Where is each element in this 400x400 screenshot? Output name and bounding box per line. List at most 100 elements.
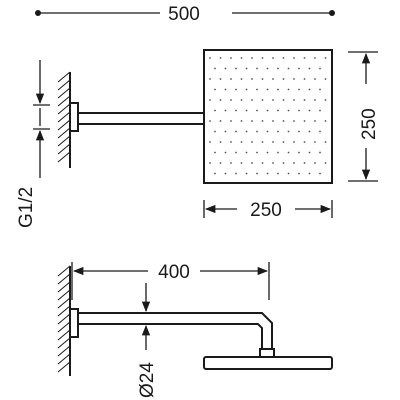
nozzle-dot (224, 109, 227, 112)
arm-length-label: 400 (158, 262, 190, 283)
nozzle-dot (219, 141, 222, 143)
hatch-line (57, 151, 71, 163)
hatch-line (57, 265, 71, 277)
nozzle-dot (303, 162, 306, 164)
wall-top (57, 71, 71, 168)
nozzle-dot (240, 162, 243, 164)
nozzle-dot (219, 78, 222, 80)
nozzle-dot (298, 172, 300, 175)
nozzle-dot (230, 57, 232, 59)
nozzle-dot (308, 88, 311, 91)
hatch-line (57, 345, 71, 357)
nozzle-dot (287, 88, 290, 91)
nozzle-dot (324, 78, 327, 80)
hatch-line (57, 143, 71, 155)
nozzle-dot (214, 172, 216, 175)
nozzle-dot (224, 67, 227, 70)
hatch-line (57, 87, 71, 99)
hatch-line (57, 353, 71, 365)
hatch-line (57, 111, 71, 123)
nozzle-dot (230, 120, 232, 122)
arm-edge-lower (78, 323, 263, 349)
hatch-line (57, 119, 71, 131)
nozzle-dot (293, 162, 295, 164)
hatch-line (57, 361, 71, 373)
nozzle-dot (293, 141, 295, 143)
nozzle-dot (224, 151, 227, 154)
nozzle-dot (235, 88, 237, 91)
nozzle-dot (324, 99, 327, 101)
nozzle-dot (245, 109, 248, 112)
dimension-endpoint (329, 10, 335, 16)
shower-plate-side (203, 356, 333, 370)
hatch-line (57, 305, 71, 317)
hatch-line (57, 79, 71, 91)
wall-flange (69, 102, 79, 132)
nozzle-dot (214, 67, 216, 70)
nozzle-dot (319, 172, 321, 175)
nozzle-dot (240, 57, 243, 59)
nozzle-dot (230, 162, 232, 164)
nozzle-dot (240, 141, 243, 143)
nozzle-dot (235, 130, 237, 133)
nozzle-dot (251, 78, 253, 80)
nozzle-dot (235, 109, 237, 112)
nozzle-dot (251, 99, 253, 101)
hatch-line (57, 281, 71, 293)
nozzle-dot (230, 99, 232, 101)
nozzle-dot (272, 78, 274, 80)
nozzle-dot (282, 57, 285, 59)
nozzle-dot (209, 162, 211, 164)
total-width-label: 500 (168, 4, 200, 25)
nozzle-dot (319, 88, 321, 91)
nozzle-dot (293, 57, 295, 59)
nozzle-dot (256, 67, 258, 70)
nozzle-dot (256, 151, 258, 154)
nozzle-dot (219, 120, 222, 122)
nozzle-dot (235, 67, 237, 70)
nozzle-dot (245, 172, 248, 175)
hatch-line (57, 273, 71, 285)
nozzle-dot (251, 141, 253, 143)
nozzle-dot (209, 99, 211, 101)
hatch-line (57, 127, 71, 139)
nozzle-dot (224, 172, 227, 175)
ball-joint (259, 348, 275, 358)
nozzle-dot (261, 162, 264, 164)
shower-plate (203, 49, 333, 184)
nozzle-dot (314, 120, 316, 122)
nozzle-dot (272, 162, 274, 164)
hatch-line (57, 337, 71, 349)
nozzle-dot (287, 172, 290, 175)
nozzle-dot (245, 67, 248, 70)
nozzle-dot (224, 88, 227, 91)
wall-flange-side (69, 308, 79, 338)
nozzle-dot (324, 141, 327, 143)
nozzle-dot (298, 109, 300, 112)
dimension-arm-diameter: Ø24 (137, 283, 158, 398)
nozzle-dot (261, 120, 264, 122)
nozzle-dot (314, 141, 316, 143)
nozzle-dot (251, 162, 253, 164)
nozzle-dot (251, 57, 253, 59)
nozzle-dot (277, 67, 279, 70)
nozzle-dot (219, 162, 222, 164)
nozzle-dot (261, 99, 264, 101)
nozzle-dot (314, 78, 316, 80)
hatch-line (57, 313, 71, 325)
nozzle-dot (277, 88, 279, 91)
nozzle-dot (303, 99, 306, 101)
nozzle-dot (235, 151, 237, 154)
nozzle-dot (298, 151, 300, 154)
nozzle-dot (314, 162, 316, 164)
nozzle-dot (272, 120, 274, 122)
nozzle-dot (209, 141, 211, 143)
nozzle-dot (219, 99, 222, 101)
nozzle-dot (261, 141, 264, 143)
nozzle-dot (298, 88, 300, 91)
nozzle-dot (293, 120, 295, 122)
nozzle-dot (303, 78, 306, 80)
nozzle-dot (319, 130, 321, 133)
nozzle-dot (277, 130, 279, 133)
